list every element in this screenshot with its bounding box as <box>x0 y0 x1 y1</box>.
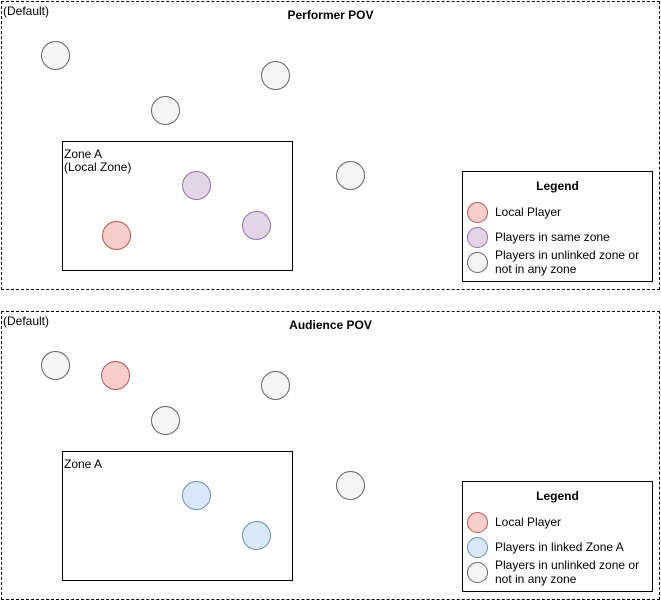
player-circle-neutral <box>41 41 70 70</box>
legend-label: Players in same zone <box>495 230 610 244</box>
legend-swatch-linked <box>467 537 488 558</box>
legend-title: Legend <box>536 489 579 503</box>
legend-swatch-neutral <box>467 562 488 583</box>
legend-swatch-local <box>467 202 488 223</box>
player-circle-linked <box>242 521 271 550</box>
zone-label: Zone A <box>64 458 102 471</box>
player-circle-local <box>102 221 131 250</box>
legend-item: Players in same zone <box>467 227 647 253</box>
player-circle-neutral <box>261 61 290 90</box>
zone-label-line1: Zone A <box>64 457 103 471</box>
legend-swatch-same-zone <box>467 227 488 248</box>
player-circle-neutral <box>151 406 180 435</box>
player-circle-neutral <box>261 371 290 400</box>
legend-box: Legend Local Player Players in same zone… <box>462 171 653 282</box>
legend-item: Local Player <box>467 202 647 228</box>
zone-label: Zone A (Local Zone) <box>64 148 131 174</box>
legend-item: Players in linked Zone A <box>467 537 647 563</box>
legend-item: Players in unlinked zone or not in any z… <box>467 558 647 588</box>
zone-label-line2: (Local Zone) <box>64 160 132 174</box>
legend-title: Legend <box>536 179 579 193</box>
player-circle-linked <box>182 481 211 510</box>
legend-swatch-local <box>467 512 488 533</box>
legend-swatch-neutral <box>467 252 488 273</box>
zone-label-line1: Zone A <box>64 147 103 161</box>
legend-item: Players in unlinked zone or not in any z… <box>467 248 647 278</box>
player-circle-same-zone <box>182 171 211 200</box>
player-circle-same-zone <box>242 211 271 240</box>
legend-label: Players in linked Zone A <box>495 540 624 554</box>
legend-label: Players in unlinked zone or not in any z… <box>495 558 640 586</box>
legend-label: Local Player <box>495 515 562 529</box>
legend-item: Local Player <box>467 512 647 538</box>
zone-a-box: Zone A <box>62 451 293 581</box>
legend-label: Players in unlinked zone or not in any z… <box>495 248 640 276</box>
player-circle-neutral <box>151 96 180 125</box>
player-circle-local <box>101 361 130 390</box>
panel-title: Performer POV <box>287 8 374 22</box>
player-circle-neutral <box>336 471 365 500</box>
legend-label: Local Player <box>495 205 562 219</box>
zone-a-box: Zone A (Local Zone) <box>62 141 293 271</box>
legend-box: Legend Local Player Players in linked Zo… <box>462 481 653 592</box>
player-circle-neutral <box>41 351 70 380</box>
default-label: (Default) <box>3 314 50 328</box>
panel-title: Audience POV <box>289 318 372 332</box>
performer-pov-panel: (Default) Performer POV Zone A (Local Zo… <box>1 1 660 290</box>
player-circle-neutral <box>336 161 365 190</box>
default-label: (Default) <box>3 4 50 18</box>
audience-pov-panel: (Default) Audience POV Zone A Legend Loc… <box>1 311 660 600</box>
